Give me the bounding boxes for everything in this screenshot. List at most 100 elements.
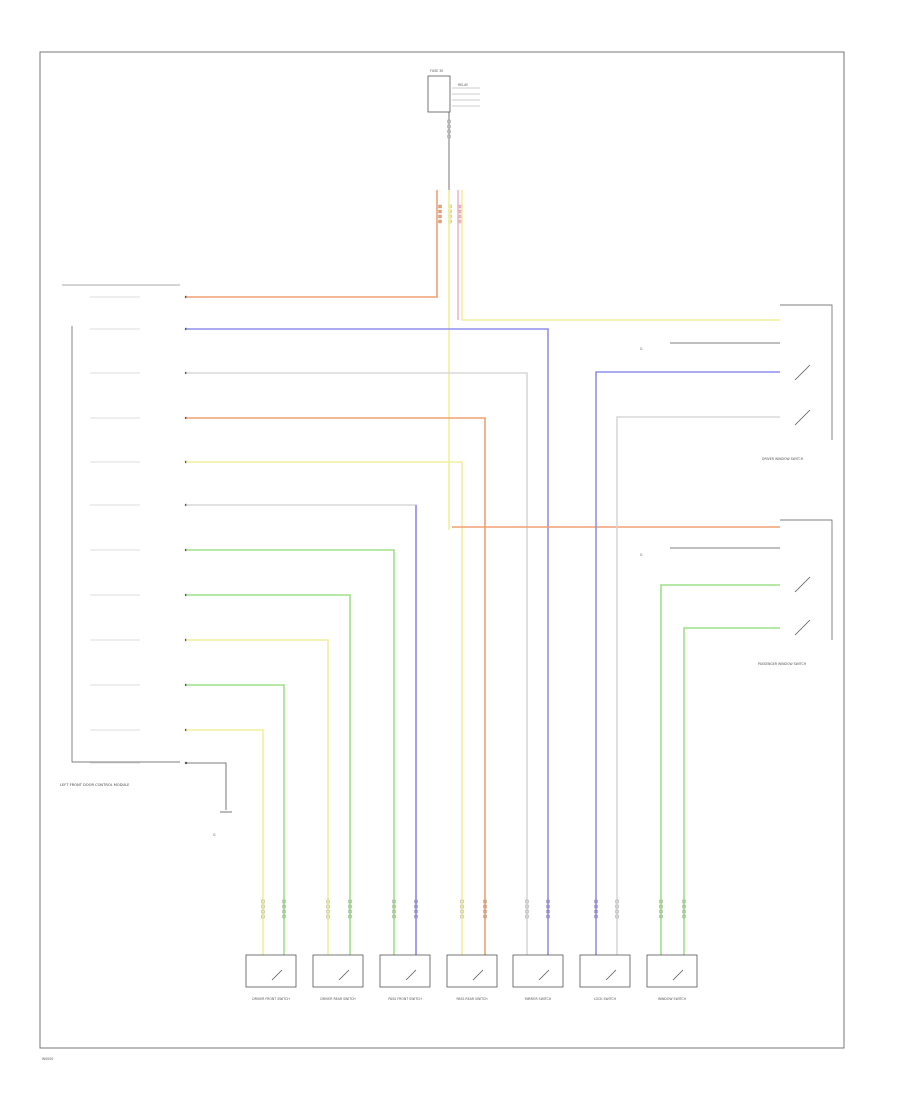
bottom-connector [414, 899, 418, 904]
bottom-connector [392, 899, 396, 904]
bottom-connector [460, 914, 464, 919]
wire-green-right-bottom [660, 584, 780, 955]
wire-ground-left [186, 762, 227, 810]
bottom-connector [348, 899, 352, 904]
top-component-label: RELAY [458, 83, 468, 87]
wire-orange-row4 [186, 417, 486, 955]
bottom-switch-box [312, 954, 364, 988]
bottom-connector [414, 914, 418, 919]
bottom-connector [483, 909, 487, 914]
top-feed-connector [447, 119, 451, 124]
bottom-connector [483, 899, 487, 904]
right-bottom-switch-label: PASSENGER WINDOW SWITCH [758, 662, 807, 666]
bottom-connector [682, 899, 686, 904]
bottom-switch-contact [405, 969, 417, 981]
wire-green-row7 [186, 549, 395, 955]
bottom-connector [682, 904, 686, 909]
bottom-connector [460, 899, 464, 904]
top-connector-label: FUSE 30 [430, 69, 443, 73]
bottom-switch-contact [605, 969, 617, 981]
wire-yellow-row5 [186, 461, 463, 955]
right-top-ground-label: G [640, 347, 643, 351]
wire-blue-main [186, 328, 549, 955]
footer-code: W0000 [42, 1057, 53, 1061]
bottom-connector [392, 904, 396, 909]
bottom-connector [282, 899, 286, 904]
bottom-connector [261, 909, 265, 914]
bottom-switch-box [446, 954, 498, 988]
wire-gray-row3 [186, 372, 528, 955]
bottom-connector [282, 904, 286, 909]
bottom-connector [615, 904, 619, 909]
bottom-connector [615, 914, 619, 919]
bottom-switch-box [245, 954, 297, 988]
wire-green-right-bottom-2 [683, 627, 780, 955]
right-top-switch-label: DRIVER WINDOW SWITCH [762, 457, 804, 461]
bottom-connector [261, 904, 265, 909]
bottom-connector [682, 909, 686, 914]
bottom-connector [659, 909, 663, 914]
bottom-connector [483, 904, 487, 909]
inline-connector-orange [438, 219, 442, 224]
bottom-switch-box [379, 954, 431, 988]
bottom-connector [261, 914, 265, 919]
bottom-switch-box [579, 954, 631, 988]
bottom-connector [525, 904, 529, 909]
bottom-switch-label: PASS REAR SWITCH [456, 997, 488, 1001]
bottom-switch-label: PASS FRONT SWITCH [388, 997, 422, 1001]
bottom-switch-contact [672, 969, 684, 981]
bottom-switch-contact [538, 969, 550, 981]
bottom-connector [348, 904, 352, 909]
bottom-switch-label: LOCK SWITCH [594, 997, 617, 1001]
right-bottom-switch-contact [794, 619, 811, 636]
bottom-connector [659, 899, 663, 904]
bottom-connector [392, 914, 396, 919]
inline-connector-pink [458, 209, 462, 214]
bottom-switch-label: MIRROR SWITCH [525, 997, 552, 1001]
bottom-switch-contact [271, 969, 283, 981]
bottom-switch-label: DRIVER REAR SWITCH [320, 997, 356, 1001]
inline-connector-orange [438, 209, 442, 214]
bottom-connector [525, 914, 529, 919]
inline-connector-pink [458, 219, 462, 224]
bottom-connector [326, 904, 330, 909]
bottom-connector [594, 899, 598, 904]
bottom-connector [348, 909, 352, 914]
bottom-connector [326, 909, 330, 914]
diagram-frame [39, 51, 845, 1049]
bottom-connector [326, 899, 330, 904]
bottom-connector [594, 914, 598, 919]
right-top-switch-bracket [780, 304, 833, 440]
wire-yellow-row9 [186, 639, 329, 955]
bottom-connector [282, 914, 286, 919]
bottom-connector [594, 909, 598, 914]
bottom-switch-label: WINDOW SWITCH [658, 997, 687, 1001]
right-top-switch-contact [794, 364, 811, 381]
bottom-connector [326, 914, 330, 919]
bottom-connector [546, 909, 550, 914]
bottom-connector [546, 914, 550, 919]
top-feed-connector [447, 124, 451, 129]
bottom-connector [414, 904, 418, 909]
left-module-label: LEFT FRONT DOOR CONTROL MODULE [60, 783, 130, 787]
top-feed-connector [447, 129, 451, 134]
bottom-connector [414, 909, 418, 914]
wire-yellow-right-top [461, 190, 780, 321]
inline-connector-pink [458, 214, 462, 219]
bottom-connector [546, 899, 550, 904]
right-bottom-switch-bracket [780, 519, 833, 640]
inline-connector-orange [438, 214, 442, 219]
wire-green-row10 [186, 684, 285, 955]
top-feed-connector [447, 134, 451, 139]
right-bottom-switch-contact [794, 576, 811, 593]
bottom-connector [659, 904, 663, 909]
bottom-connector [594, 904, 598, 909]
right-top-switch-contact [794, 409, 811, 426]
bottom-switch-contact [472, 969, 484, 981]
left-module-bracket [71, 326, 180, 763]
left-ground-label: G [213, 833, 216, 837]
wire-orange-main [186, 190, 438, 298]
wire-yellow-row11 [186, 729, 264, 955]
